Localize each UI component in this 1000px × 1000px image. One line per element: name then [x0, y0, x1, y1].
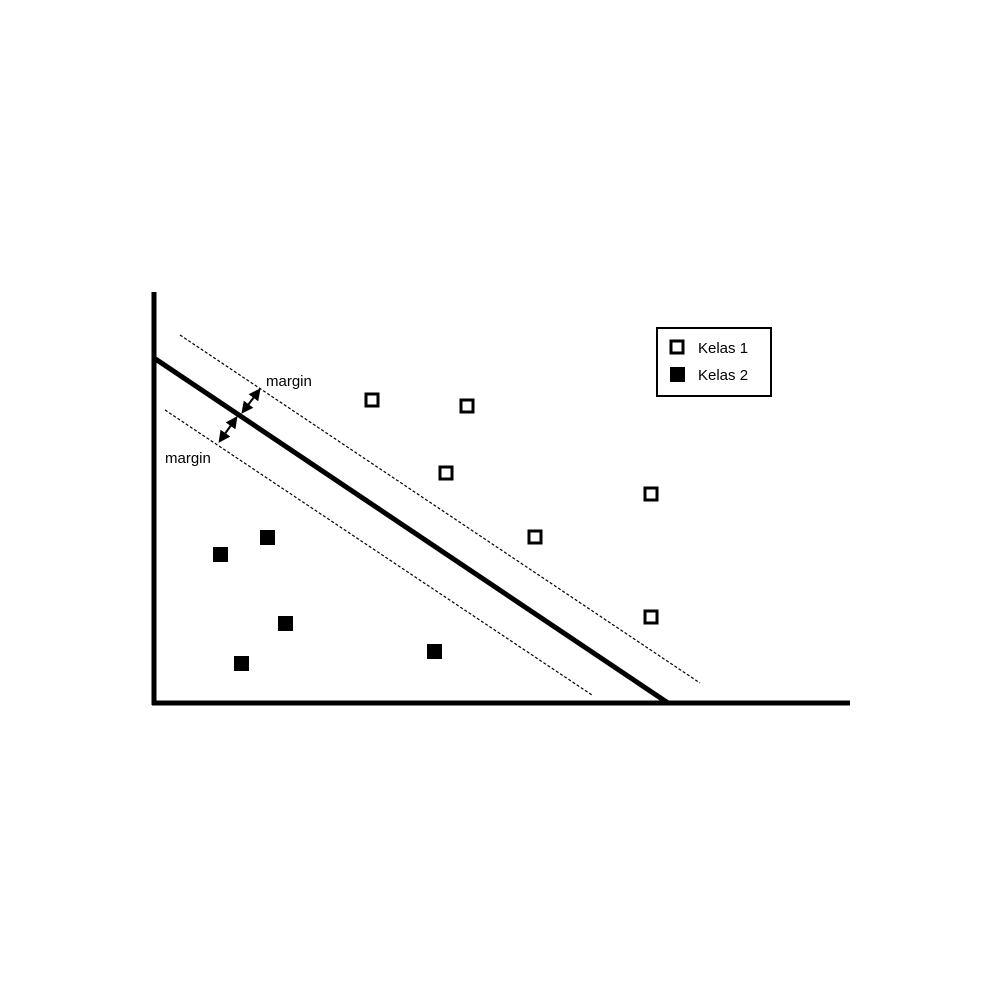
- lower-margin-line: [164, 409, 593, 696]
- kelas-1-point: [527, 529, 543, 545]
- legend-box: [656, 327, 772, 397]
- kelas-1-points: [364, 392, 659, 625]
- kelas-2-point: [213, 547, 228, 562]
- lower-margin-arrow-icon: [218, 416, 238, 443]
- legend-filled-square-icon: [670, 367, 685, 382]
- kelas-1-point: [643, 486, 659, 502]
- hyperplane-line: [152, 355, 670, 706]
- kelas-1-point: [438, 465, 454, 481]
- upper-margin-arrow-icon: [241, 388, 261, 414]
- legend: Kelas 1 Kelas 2: [656, 327, 772, 397]
- legend-label-kelas-1: Kelas 1: [698, 340, 748, 357]
- kelas-2-point: [427, 644, 442, 659]
- margin-label-upper: margin: [266, 373, 312, 390]
- kelas-1-point: [459, 398, 475, 414]
- legend-hollow-square-icon: [669, 339, 685, 355]
- kelas-1-point: [643, 609, 659, 625]
- upper-margin-line: [179, 334, 701, 684]
- kelas-2-point: [234, 656, 249, 671]
- kelas-2-point: [260, 530, 275, 545]
- margin-label-lower: margin: [165, 450, 211, 467]
- kelas-2-points: [213, 530, 442, 671]
- legend-label-kelas-2: Kelas 2: [698, 367, 748, 384]
- kelas-1-point: [364, 392, 380, 408]
- kelas-2-point: [278, 616, 293, 631]
